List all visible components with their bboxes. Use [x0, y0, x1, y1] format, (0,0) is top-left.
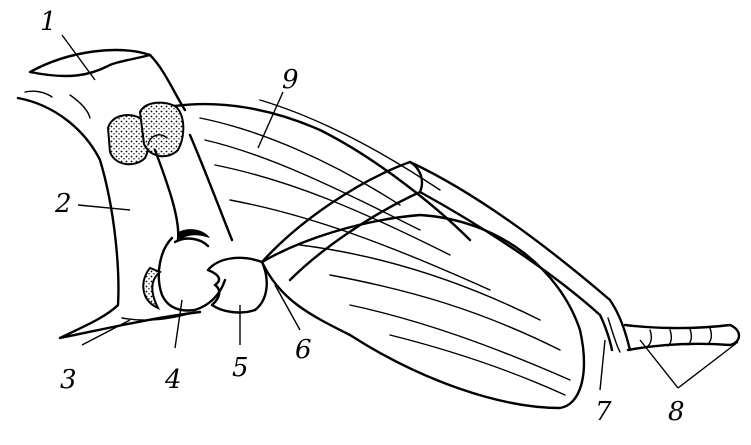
body-wall [16, 48, 202, 340]
tibia [260, 160, 632, 353]
label-6: 6 [295, 335, 312, 365]
label-7: 7 [595, 397, 612, 427]
label-9: 9 [282, 65, 299, 95]
articulation-sclerites [106, 101, 185, 166]
label-8: 8 [668, 397, 685, 427]
part-labels: 1 2 3 4 5 6 7 8 9 [40, 7, 685, 427]
femur [173, 99, 586, 410]
trochanter [206, 256, 268, 314]
label-5: 5 [232, 353, 249, 383]
label-4: 4 [164, 365, 182, 395]
coxa [142, 133, 234, 312]
tarsus [623, 323, 741, 352]
label-3: 3 [60, 365, 77, 395]
leader-lines [61, 34, 739, 391]
label-2: 2 [54, 189, 72, 219]
label-1: 1 [40, 7, 57, 37]
